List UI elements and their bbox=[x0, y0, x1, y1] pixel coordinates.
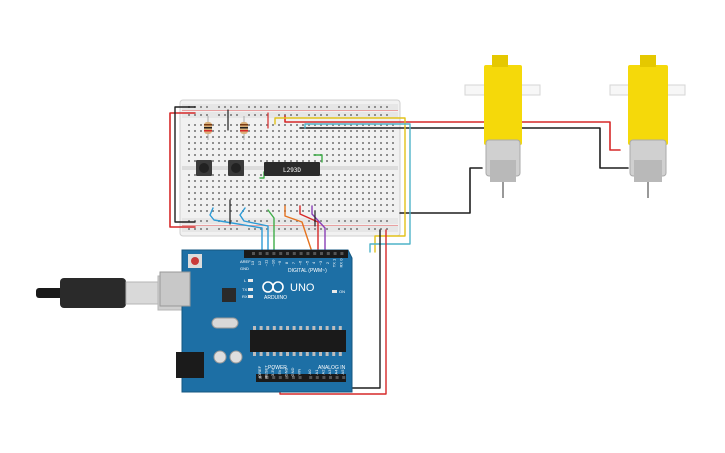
analog-header-label: ANALOG IN bbox=[318, 365, 346, 371]
dc-gear-motor-right[interactable] bbox=[609, 55, 686, 198]
wire-orange-1 bbox=[284, 205, 313, 253]
wire-yellow-top bbox=[274, 117, 406, 253]
wire-green-1 bbox=[267, 209, 275, 253]
gnd-label: GND bbox=[240, 266, 249, 271]
power-pin-label: A4 bbox=[334, 369, 339, 375]
digital-pin-label: 12 bbox=[257, 260, 262, 265]
led-l-label: L bbox=[244, 278, 247, 283]
wire-blue-2 bbox=[239, 207, 269, 253]
infinity-logo-icon bbox=[262, 281, 284, 293]
power-pin-label: VIN bbox=[297, 369, 302, 376]
dc-gear-motor-left[interactable] bbox=[464, 55, 541, 198]
power-pin-label: 3.3V bbox=[270, 368, 275, 377]
led-tx-label: TX bbox=[242, 287, 247, 292]
power-pin-label: 5V bbox=[277, 369, 282, 374]
wire-purple-1 bbox=[311, 205, 326, 253]
digital-pin-label: TX 1 bbox=[332, 258, 337, 267]
resistor-2[interactable] bbox=[240, 116, 248, 140]
wire-green-chip-top bbox=[313, 154, 323, 163]
motor-driver-chip[interactable]: L293D bbox=[264, 162, 320, 176]
wire-black-motor-left bbox=[399, 167, 483, 214]
power-pin-label: RESET bbox=[264, 365, 269, 379]
digital-pin-label: ~3 bbox=[318, 260, 323, 265]
power-pin-label: IOREF bbox=[257, 365, 262, 378]
digital-header-label: DIGITAL (PWM~) bbox=[288, 268, 327, 274]
wire-teal-top bbox=[304, 123, 411, 253]
wire-red-left-rail bbox=[169, 112, 196, 228]
digital-pin-label: ~6 bbox=[298, 260, 303, 265]
digital-pin-label: ~5 bbox=[304, 260, 309, 265]
wire-blue-1 bbox=[209, 207, 263, 253]
resistor-1[interactable] bbox=[204, 116, 212, 140]
digital-pin-label: ~10 bbox=[270, 259, 275, 267]
chip-label: L293D bbox=[283, 167, 301, 174]
push-button-2[interactable] bbox=[228, 160, 244, 176]
wire-black-left-rail bbox=[174, 106, 196, 223]
board-model: UNO bbox=[290, 282, 315, 294]
digital-pin-label: 8 bbox=[284, 261, 289, 264]
led-on-label: ON bbox=[339, 289, 345, 294]
digital-pin-label: 4 bbox=[311, 261, 316, 264]
power-pin-label: A0 bbox=[307, 369, 312, 375]
aref-label: AREF bbox=[240, 259, 251, 264]
digital-pin-label: ~9 bbox=[277, 260, 282, 265]
atmega-pins bbox=[253, 326, 342, 356]
digital-pin-label: 13 bbox=[250, 260, 255, 265]
wire-red-motor-right bbox=[284, 115, 621, 151]
digital-pin-label: 7 bbox=[291, 261, 296, 264]
reset-button[interactable] bbox=[188, 254, 202, 268]
digital-pin-label: RX 0 bbox=[338, 258, 343, 268]
led-rx-label: RX bbox=[242, 294, 248, 299]
wire-red-1 bbox=[299, 205, 319, 253]
power-pin-label: A5 bbox=[340, 369, 345, 375]
wire-black-motor-right bbox=[299, 127, 629, 169]
digital-pin-label: 2 bbox=[325, 261, 330, 264]
push-button-1[interactable] bbox=[196, 160, 212, 176]
power-pin-label: A1 bbox=[314, 369, 319, 375]
board-brand: ARDUINO bbox=[264, 295, 287, 301]
power-header-label: POWER bbox=[268, 365, 287, 371]
power-pin-label: A3 bbox=[327, 369, 332, 375]
power-pin-label: GND bbox=[290, 367, 295, 376]
digital-pin-label: ~11 bbox=[264, 259, 269, 266]
power-pin-label: GND bbox=[283, 367, 288, 376]
power-pin-label: A2 bbox=[320, 369, 325, 375]
